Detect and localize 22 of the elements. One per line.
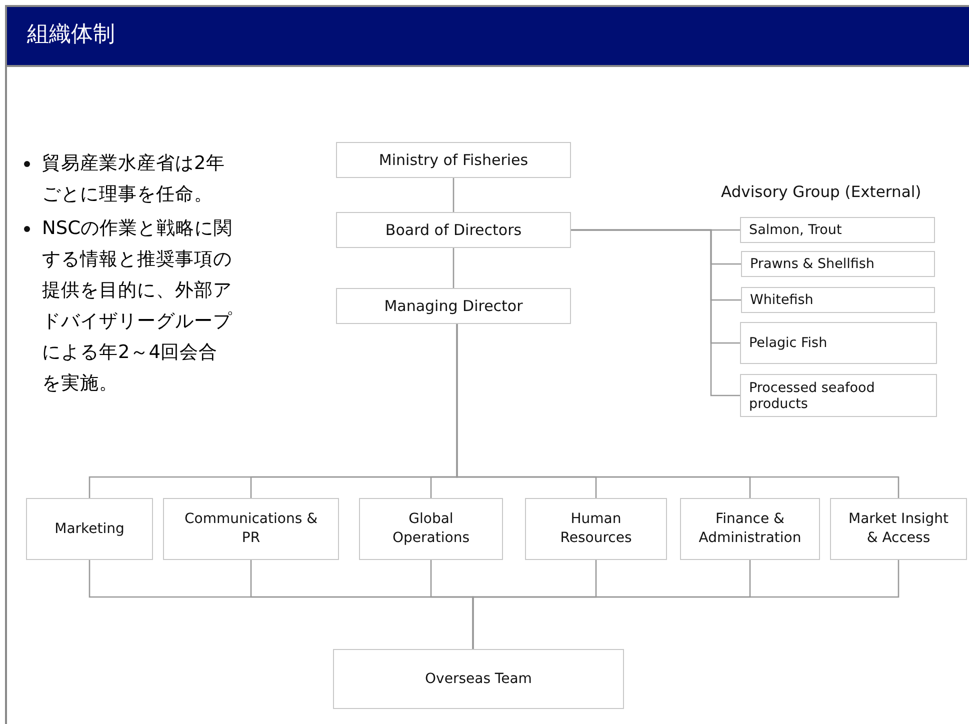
org-box: Board of Directors (336, 212, 571, 248)
org-box: Market Insight & Access (830, 498, 967, 560)
org-box: Overseas Team (333, 649, 624, 709)
connector-line (452, 178, 454, 212)
advisory-box: Processed seafood products (740, 374, 937, 417)
page-title: 組織体制 (27, 21, 115, 49)
org-box: Finance & Administration (680, 498, 820, 560)
org-box: Communications & PR (163, 498, 339, 560)
advisory-box: Pelagic Fish (740, 322, 937, 364)
advisory-box: Prawns & Shellfish (741, 251, 935, 277)
advisory-box: Salmon, Trout (740, 217, 935, 243)
connector-line (571, 229, 740, 396)
org-box: Ministry of Fisheries (336, 142, 571, 178)
bullet-text: 貿易産業水産省は2年ごとに理事を任命。 (42, 152, 226, 207)
bullet-text: NSCの作業と戦略に関する情報と推奨事項の提供を目的に、外部アドバイザリーグループによる年2～4回会合を実施。 (42, 217, 234, 396)
org-box: Managing Director (336, 288, 571, 324)
group-heading: Advisory Group (External) (721, 183, 922, 201)
org-box: Marketing (26, 498, 153, 560)
connector-line (452, 248, 454, 288)
org-box: Human Resources (525, 498, 667, 560)
org-box: Global Operations (359, 498, 503, 560)
advisory-box: Whitefish (741, 287, 935, 313)
